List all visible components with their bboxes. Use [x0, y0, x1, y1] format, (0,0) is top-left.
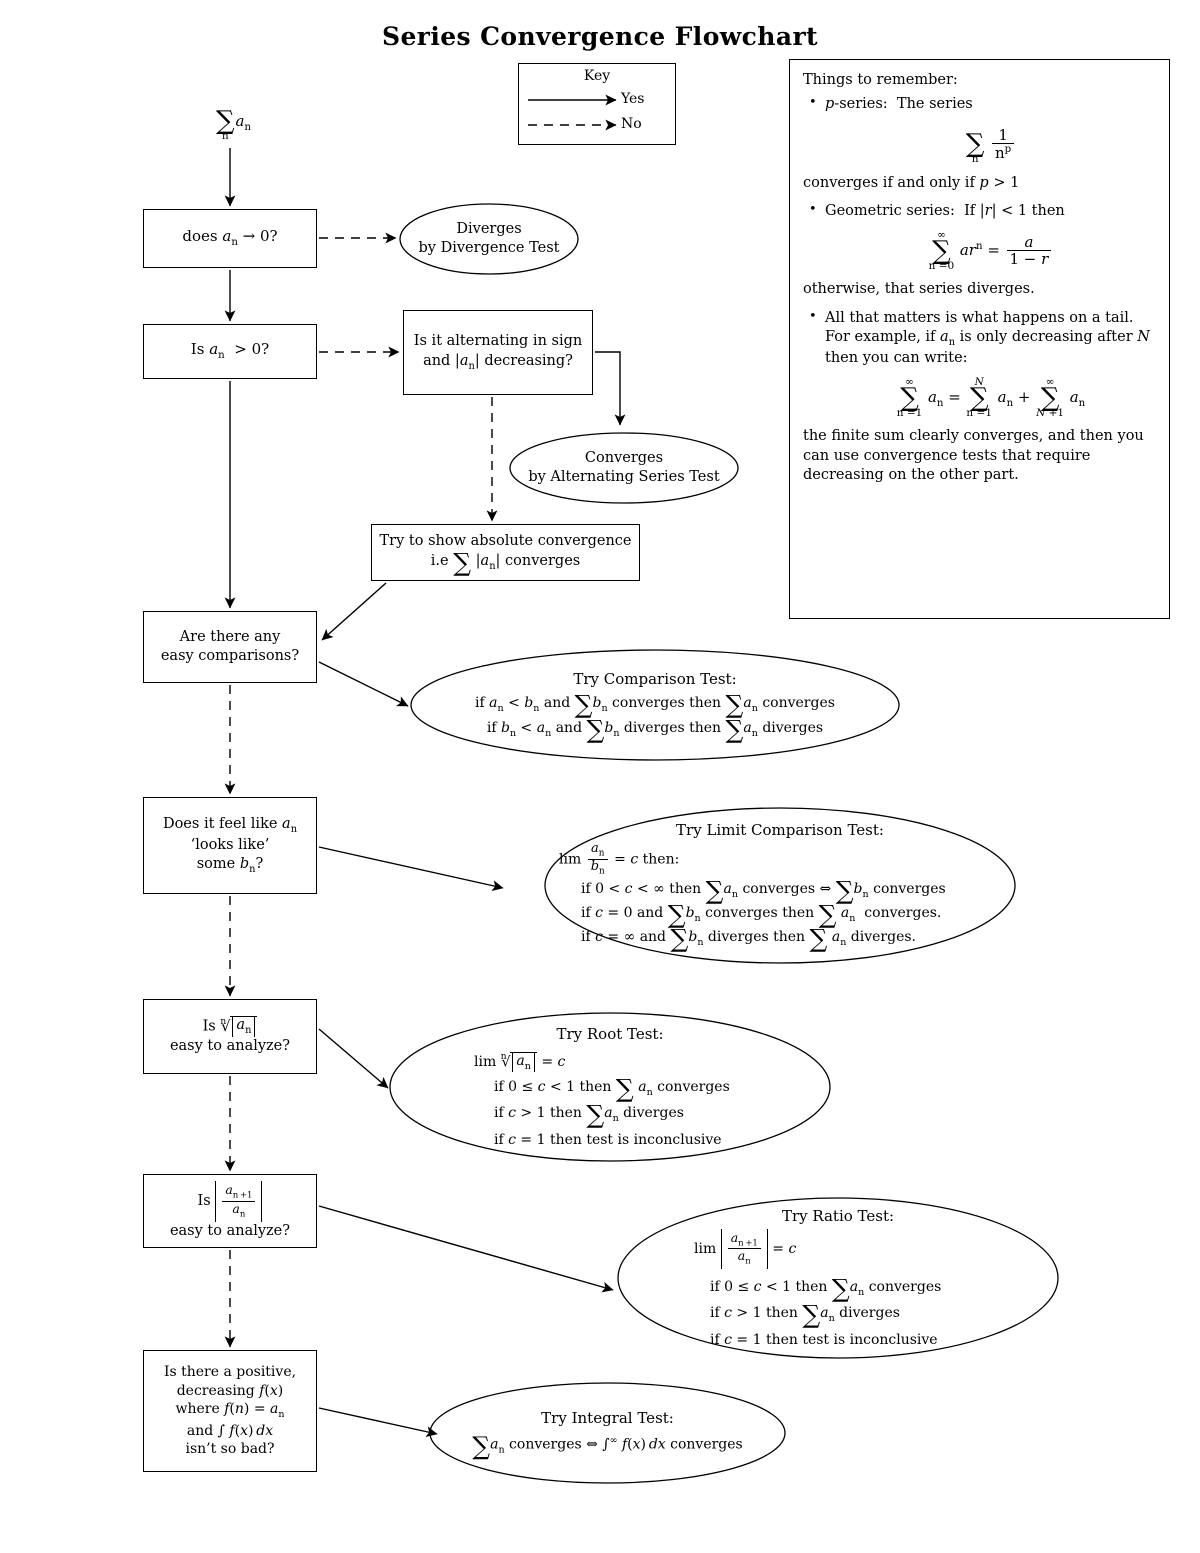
geometric-lead: Geometric series: If |r| < 1 then [825, 202, 1065, 219]
remember-item-tail: All that matters is what happens on a ta… [803, 308, 1156, 486]
root-test-title: Try Root Test: [556, 1024, 664, 1043]
limit-comparison-title: Try Limit Comparison Test: [676, 821, 884, 840]
comparison-test-line2: if bn < an and ∑bn diverges then ∑an div… [486, 714, 824, 744]
edge-limcomp-yes [318, 846, 504, 892]
p-series-formula: ∑n 1 np [825, 123, 1156, 164]
ratio-test-title: Try Ratio Test: [781, 1206, 895, 1225]
root-test-line3: if c = 1 then test is inconclusive [494, 1131, 722, 1148]
edge-alternating-yes [595, 351, 626, 426]
key-legend: Key Yes No [518, 63, 676, 145]
result-limit-comparison-test: Try Limit Comparison Test: lim an bn = c… [545, 808, 1015, 963]
integral-test-title: Try Integral Test: [541, 1408, 674, 1427]
action-absolute-label: Try to show absolute convergence i.e ∑ |… [379, 533, 632, 577]
decision-limit-comparison-label: Does it feel like an‘looks like’some bn? [162, 816, 298, 875]
decision-positive-label: Is an > 0? [190, 340, 270, 362]
decision-divergence-label: does an → 0? [182, 227, 278, 249]
key-legend-title: Key [583, 68, 611, 84]
result-ratio-test: Try Ratio Test: lim an +1 an = c if 0 ≤ … [618, 1198, 1058, 1358]
limit-comparison-line3: if c = ∞ and ∑bn diverges then ∑ an dive… [581, 924, 916, 954]
tail-formula: ∞∑n =1 an = N∑n =1 an + ∞∑N +1 an [896, 376, 1086, 419]
limit-comparison-line0: lim an bn = c then: [559, 841, 680, 877]
remember-list: p-series: The series ∑n 1 np converges i… [803, 94, 1156, 486]
page-title: Series Convergence Flowchart [381, 22, 819, 51]
geometric-formula: ∞∑n =0 arn = a 1 − r [825, 230, 1156, 271]
edge-comparisons-yes [318, 661, 409, 707]
decision-integral-test-label: Is there a positive, decreasing f(x) whe… [163, 1364, 297, 1458]
decision-positive-terms[interactable]: Is an > 0? [143, 324, 317, 379]
decision-limit-comparison[interactable]: Does it feel like an‘looks like’some bn? [143, 797, 317, 894]
comparison-test-title: Try Comparison Test: [573, 669, 737, 688]
remember-item-p-series: p-series: The series ∑n 1 np converges i… [803, 94, 1156, 193]
key-yes-label: Yes [621, 91, 645, 107]
decision-divergence-test[interactable]: does an → 0? [143, 209, 317, 268]
edge-root-yes [318, 1028, 389, 1089]
decision-ratio-test-label: Is an +1 an easy to analyze? [169, 1181, 291, 1239]
things-to-remember-panel: Things to remember: p-series: The series… [789, 59, 1170, 619]
key-no-label: No [621, 116, 642, 132]
decision-integral-test[interactable]: Is there a positive, decreasing f(x) whe… [143, 1350, 317, 1472]
limit-comparison-line2: if c = 0 and ∑bn converges then ∑ an con… [581, 899, 942, 929]
edge-integral-yes [318, 1407, 438, 1438]
result-integral-test: Try Integral Test: ∑an converges ⇔ ∫∞ f(… [430, 1383, 785, 1483]
tail-lead: All that matters is what happens on a ta… [825, 309, 1150, 366]
remember-heading: Things to remember: [803, 72, 958, 88]
limit-comparison-line1: if 0 < c < ∞ then ∑an converges ⇔ ∑bn co… [581, 875, 946, 905]
action-absolute-convergence[interactable]: Try to show absolute convergence i.e ∑ |… [371, 524, 640, 581]
result-root-test: Try Root Test: lim n√an = c if 0 ≤ c < 1… [390, 1013, 830, 1161]
p-series-lead: p-series: The series [825, 96, 973, 112]
remember-item-geometric: Geometric series: If |r| < 1 then ∞∑n =0… [803, 201, 1156, 300]
tail-tail: the finite sum clearly converges, and th… [803, 428, 1144, 484]
integral-test-line: ∑an converges ⇔ ∫∞ f(x) dx converges [472, 1432, 743, 1462]
ratio-test-line3: if c = 1 then test is inconclusive [710, 1331, 938, 1348]
comparison-test-line1: if an < bn and ∑bn converges then ∑an co… [475, 689, 835, 719]
p-series-tail: converges if and only if p > 1 [803, 174, 1020, 191]
decision-ratio-test[interactable]: Is an +1 an easy to analyze? [143, 1174, 317, 1248]
edge-absolute-to-comparisons [321, 582, 387, 641]
root-test-line2: if c > 1 then ∑an diverges [494, 1100, 684, 1130]
root-test-line1: if 0 ≤ c < 1 then ∑ an converges [494, 1073, 730, 1103]
edge-ratio-yes [318, 1205, 614, 1293]
ratio-test-line1: if 0 ≤ c < 1 then ∑an converges [710, 1273, 942, 1303]
ratio-test-line2: if c > 1 then ∑an diverges [710, 1300, 900, 1330]
result-comparison-test: Try Comparison Test: if an < bn and ∑bn … [411, 650, 899, 760]
geometric-tail: otherwise, that series diverges. [803, 281, 1035, 298]
root-test-line0: lim n√an = c [474, 1051, 566, 1072]
ratio-test-line0: lim an +1 an = c [694, 1228, 1058, 1269]
